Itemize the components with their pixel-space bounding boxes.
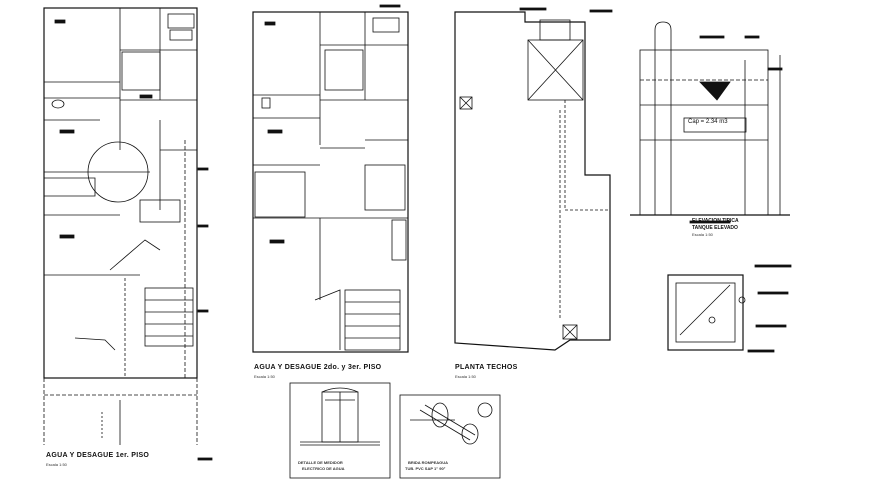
title-elevation: ELEVACION TIPICA [692, 218, 739, 224]
scale-floor23: Escala 1:50 [254, 374, 275, 379]
plan-floor1 [43, 7, 213, 461]
tank-capacity-label: Cap = 2.34 m3 [688, 119, 728, 125]
title-floor23: AGUA Y DESAGUE 2do. y 3er. PISO [254, 364, 382, 371]
subtitle-elevation: TANQUE ELEVADO [692, 225, 738, 231]
scale-roof: Escala 1:50 [455, 374, 476, 379]
detail-meter-title-2: ELECTRICO DE AGUA [302, 466, 345, 471]
detail-meter-title-1: DETALLE DE MEDIDOR [298, 460, 343, 465]
title-floor1: AGUA Y DESAGUE 1er. PISO [46, 452, 150, 459]
title-roof: PLANTA TECHOS [455, 364, 518, 371]
scale-floor1: Escala 1:50 [46, 462, 67, 467]
plan-floor23 [252, 4, 409, 353]
scale-elevation: Escala 1:50 [692, 232, 713, 237]
plan-roof [454, 7, 613, 351]
tank-elevation [630, 21, 790, 224]
detail-water-meter [289, 382, 391, 479]
detail-flange-title-2: TUB. PVC SAP 1" 90° [405, 466, 446, 471]
tank-plan [667, 264, 792, 353]
detail-flange [399, 394, 501, 479]
detail-flange-title-1: BRIDA ROMPEAGUA [408, 460, 449, 465]
